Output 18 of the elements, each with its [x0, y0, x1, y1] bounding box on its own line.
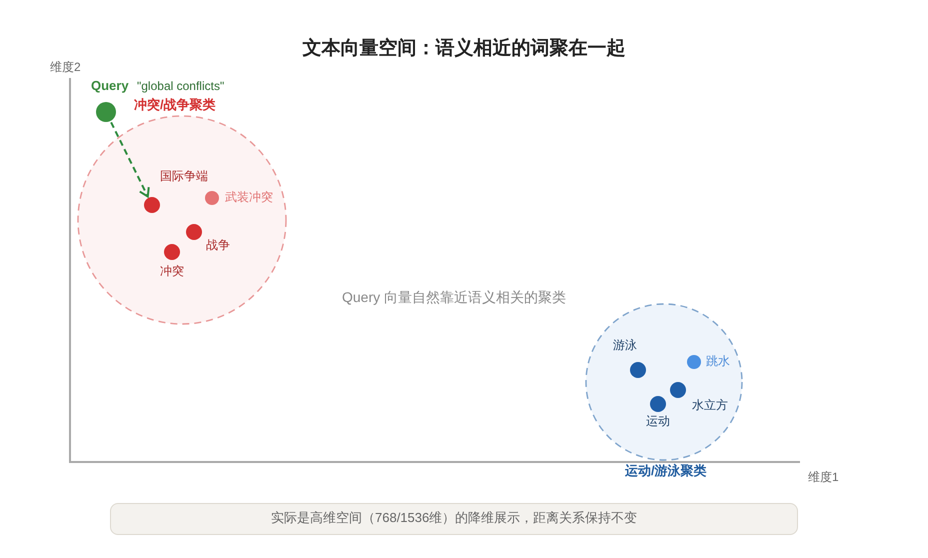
annotation-text: Query 向量自然靠近语义相关的聚类: [342, 289, 566, 306]
query-text: "global conflicts": [137, 80, 224, 94]
point-label: 运动: [646, 415, 670, 429]
axis-label: 维度1: [808, 471, 839, 485]
cluster-heading: 运动/游泳聚类: [625, 464, 707, 479]
caption-text: 实际是高维空间（768/1536维）的降维展示，距离关系保持不变: [271, 511, 638, 526]
point-label: 武装冲突: [225, 191, 273, 205]
point-label: 游泳: [613, 339, 637, 353]
query-label: Query: [91, 79, 129, 94]
diagram-title: 文本向量空间：语义相近的词聚在一起: [302, 38, 626, 60]
dashed-arrow: [110, 122, 150, 198]
point-label: 水立方: [692, 399, 728, 413]
point-label: 冲突: [160, 265, 184, 279]
point-label: 战争: [206, 239, 230, 253]
cluster-heading: 冲突/战争聚类: [134, 98, 216, 113]
axis-label: 维度2: [50, 61, 81, 75]
point-label: 跳水: [706, 355, 730, 369]
point-label: 国际争端: [160, 170, 208, 184]
